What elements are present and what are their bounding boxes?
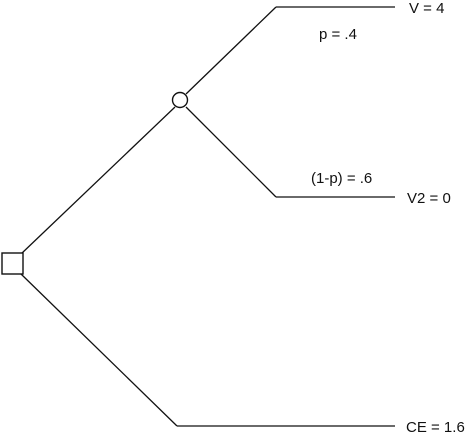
top-outcome-value-label: V = 4 bbox=[409, 0, 444, 17]
top-outcome-probability-label: p = .4 bbox=[319, 26, 357, 43]
chance-node-circle bbox=[171, 91, 189, 109]
branch-chance-to-bottom bbox=[185, 106, 277, 198]
branch-decision-to-certain bbox=[20, 273, 178, 427]
bottom-outcome-value-label: V2 = 0 bbox=[407, 190, 451, 207]
decision-node-square bbox=[1, 252, 24, 275]
branch-chance-to-top bbox=[185, 6, 277, 95]
bottom-outcome-probability-label: (1-p) = .6 bbox=[311, 170, 372, 187]
branch-decision-to-chance bbox=[20, 106, 176, 255]
certain-outcome-value-label: CE = 1.6 bbox=[406, 419, 465, 436]
